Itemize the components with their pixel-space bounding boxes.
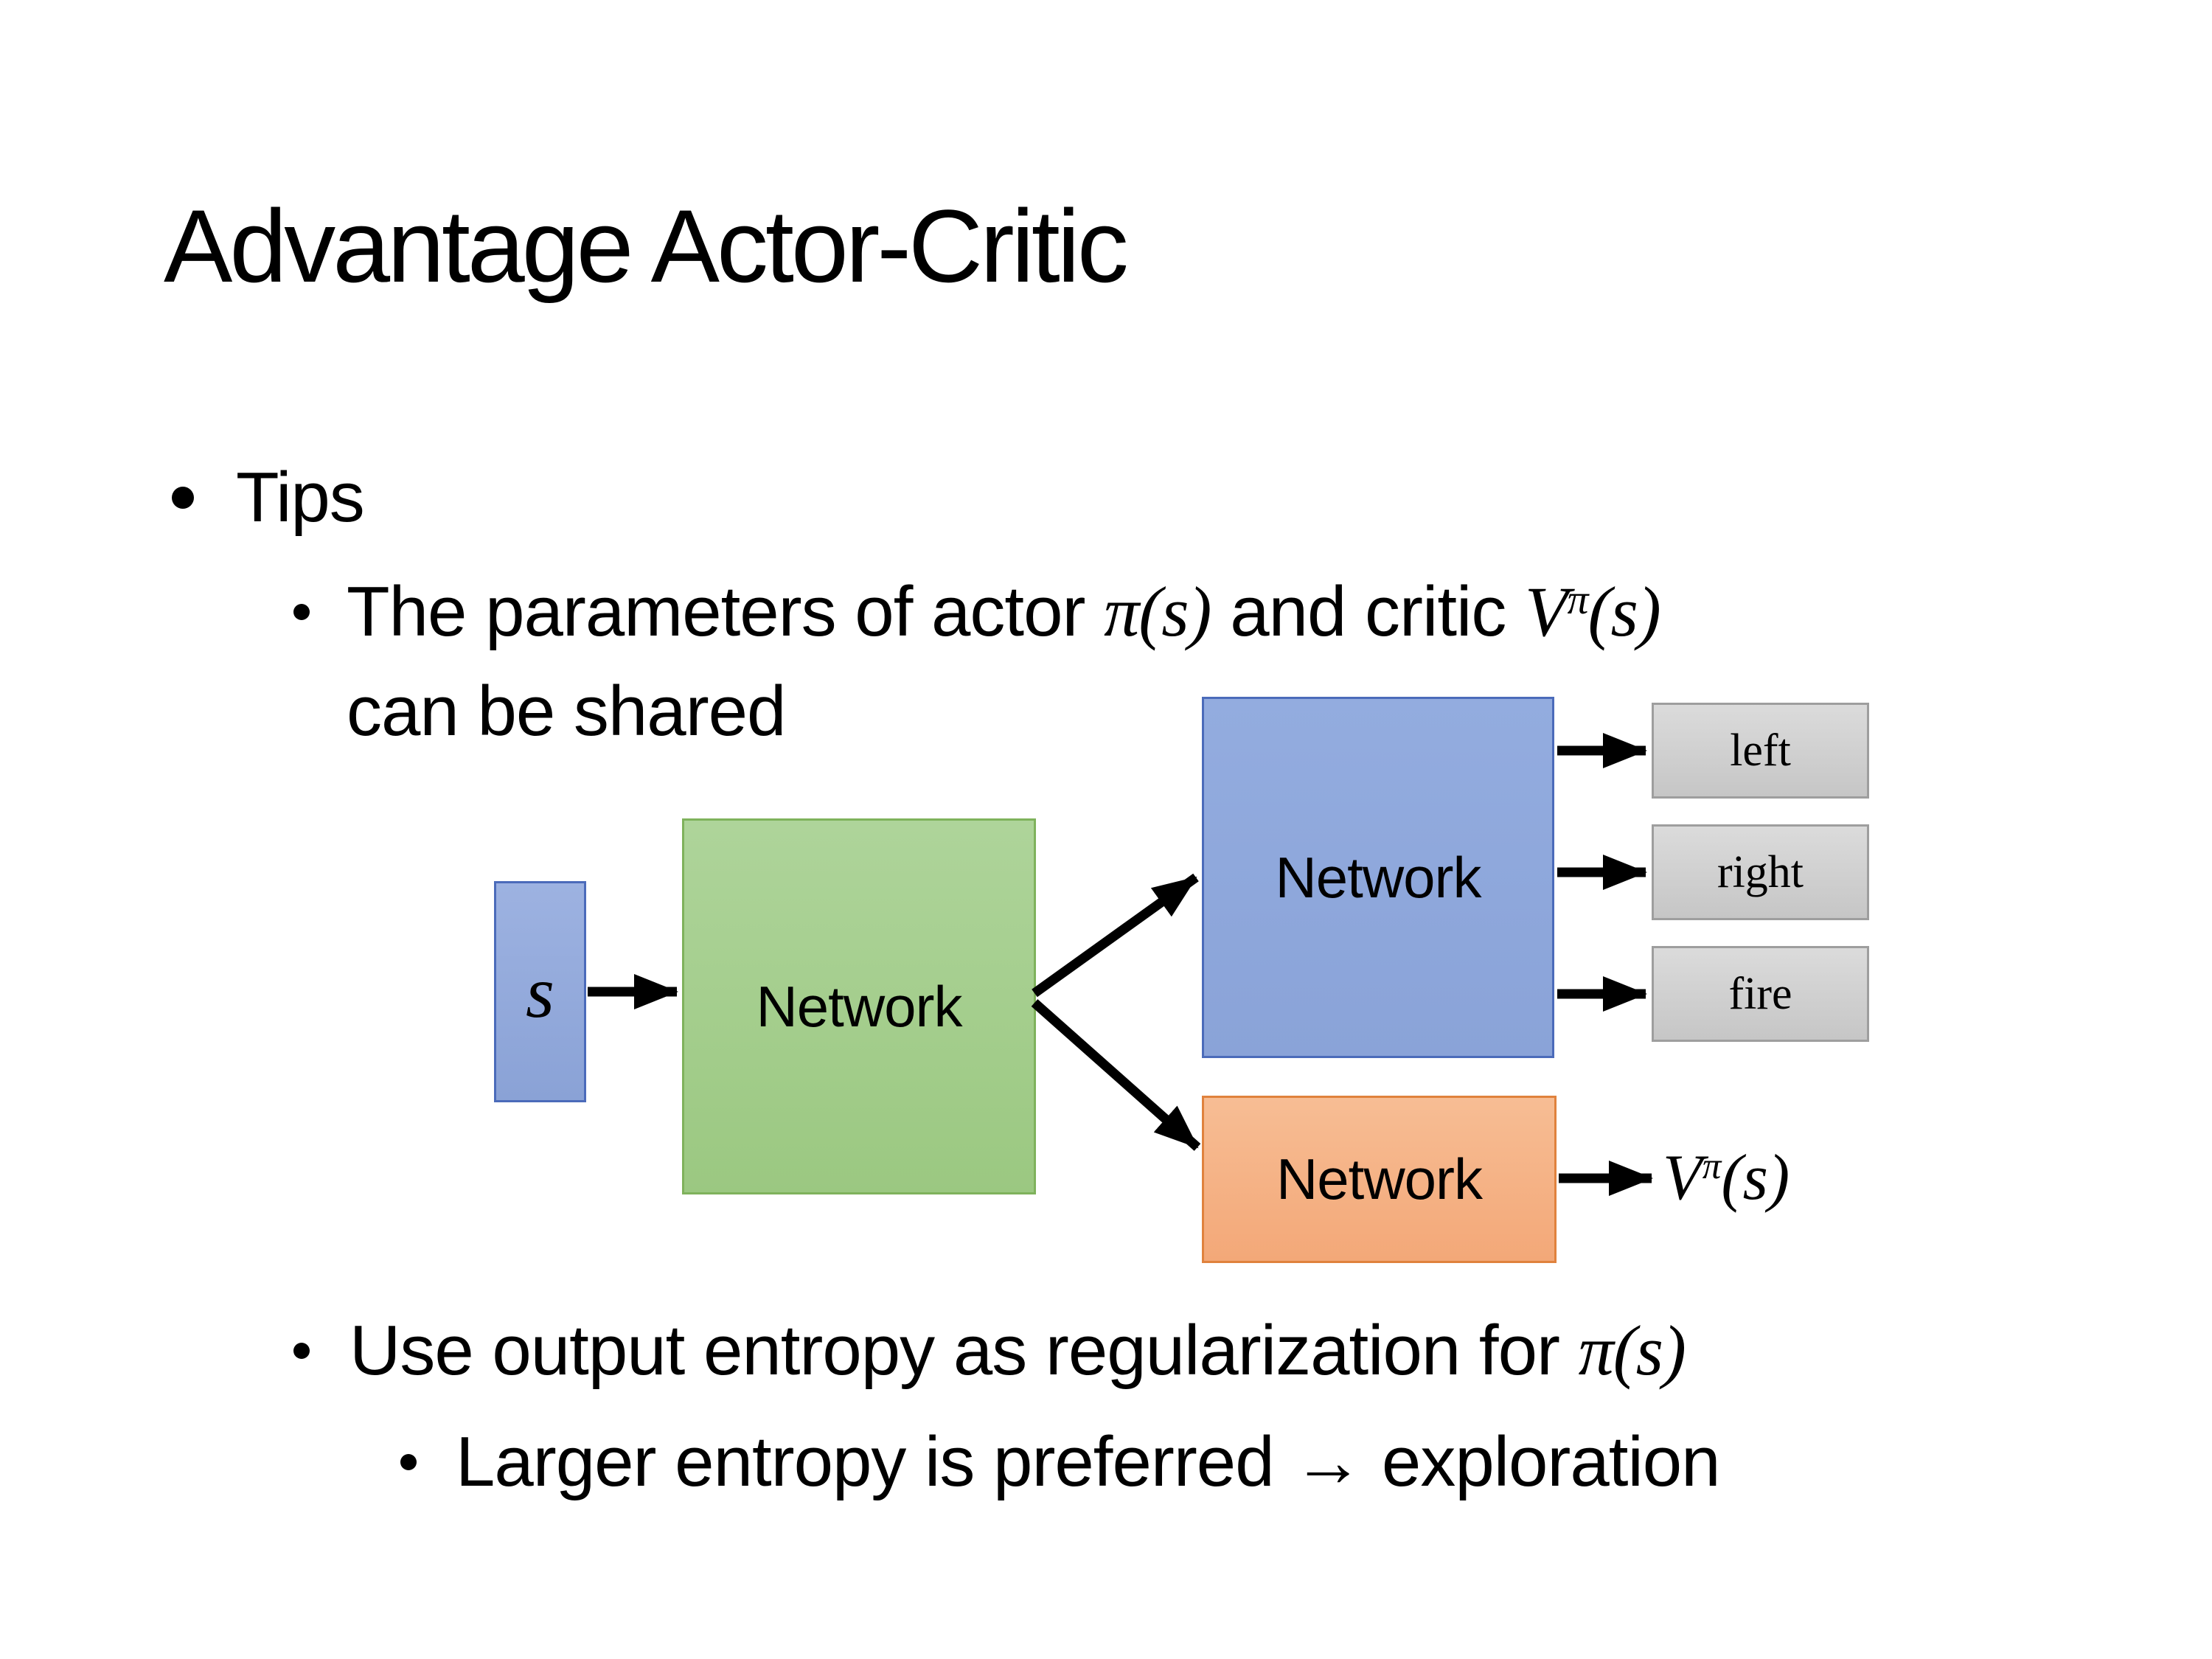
shared-network-box: Network <box>682 818 1036 1194</box>
actor-policy-math: π(s) <box>1104 572 1211 651</box>
shared-parameters-text-2: and critic <box>1211 572 1525 651</box>
action-box-left: left <box>1652 703 1869 799</box>
state-label: s <box>526 950 554 1033</box>
arrow-shared-to-actor <box>1032 873 1199 998</box>
bullet-shared-parameters-line1: The parameters of actor π(s) and critic … <box>347 563 1661 661</box>
critic-network-box: Network <box>1202 1096 1557 1263</box>
action-label-fire: fire <box>1728 968 1792 1019</box>
action-label-right: right <box>1717 846 1804 897</box>
critic-value-math: Vπ(s) <box>1525 572 1661 651</box>
bullet-dot <box>172 487 194 509</box>
shared-parameters-text-1: The parameters of actor <box>347 572 1105 651</box>
critic-value-args: (s) <box>1587 572 1661 651</box>
shared-parameters-text-3: can be shared <box>347 672 786 751</box>
value-output-base: V <box>1663 1142 1703 1214</box>
action-label-left: left <box>1730 725 1791 776</box>
bullet-dot <box>293 1343 310 1359</box>
policy-math: π(s) <box>1578 1311 1686 1390</box>
bullet-entropy-regularization: Use output entropy as regularization for… <box>349 1301 1686 1400</box>
value-output-sup: π <box>1702 1145 1722 1187</box>
bullet-dot <box>400 1454 417 1470</box>
state-input-box: s <box>494 881 586 1102</box>
critic-value-sup: π <box>1567 577 1589 624</box>
arrow-shared-to-critic <box>1031 999 1201 1151</box>
value-output-label: Vπ(s) <box>1663 1135 1790 1221</box>
actor-network-label: Network <box>1275 844 1481 910</box>
action-box-right: right <box>1652 824 1869 920</box>
bullet-tips: Tips <box>236 448 365 547</box>
entropy-regularization-text: Use output entropy as regularization for <box>349 1311 1579 1390</box>
shared-network-label: Network <box>756 973 962 1039</box>
action-box-fire: fire <box>1652 946 1869 1042</box>
page-title: Advantage Actor-Critic <box>164 188 1129 304</box>
actor-network-box: Network <box>1202 697 1554 1058</box>
bullet-tips-label: Tips <box>236 458 365 537</box>
critic-value-base: V <box>1525 572 1568 651</box>
entropy-exploration-text: Larger entropy is preferred → exploratio… <box>456 1422 1721 1501</box>
bullet-entropy-exploration: Larger entropy is preferred → exploratio… <box>456 1413 1721 1512</box>
bullet-dot <box>293 604 310 620</box>
bullet-shared-parameters-line2: can be shared <box>347 662 786 761</box>
value-output-args: (s) <box>1721 1142 1790 1214</box>
critic-network-label: Network <box>1276 1147 1483 1211</box>
